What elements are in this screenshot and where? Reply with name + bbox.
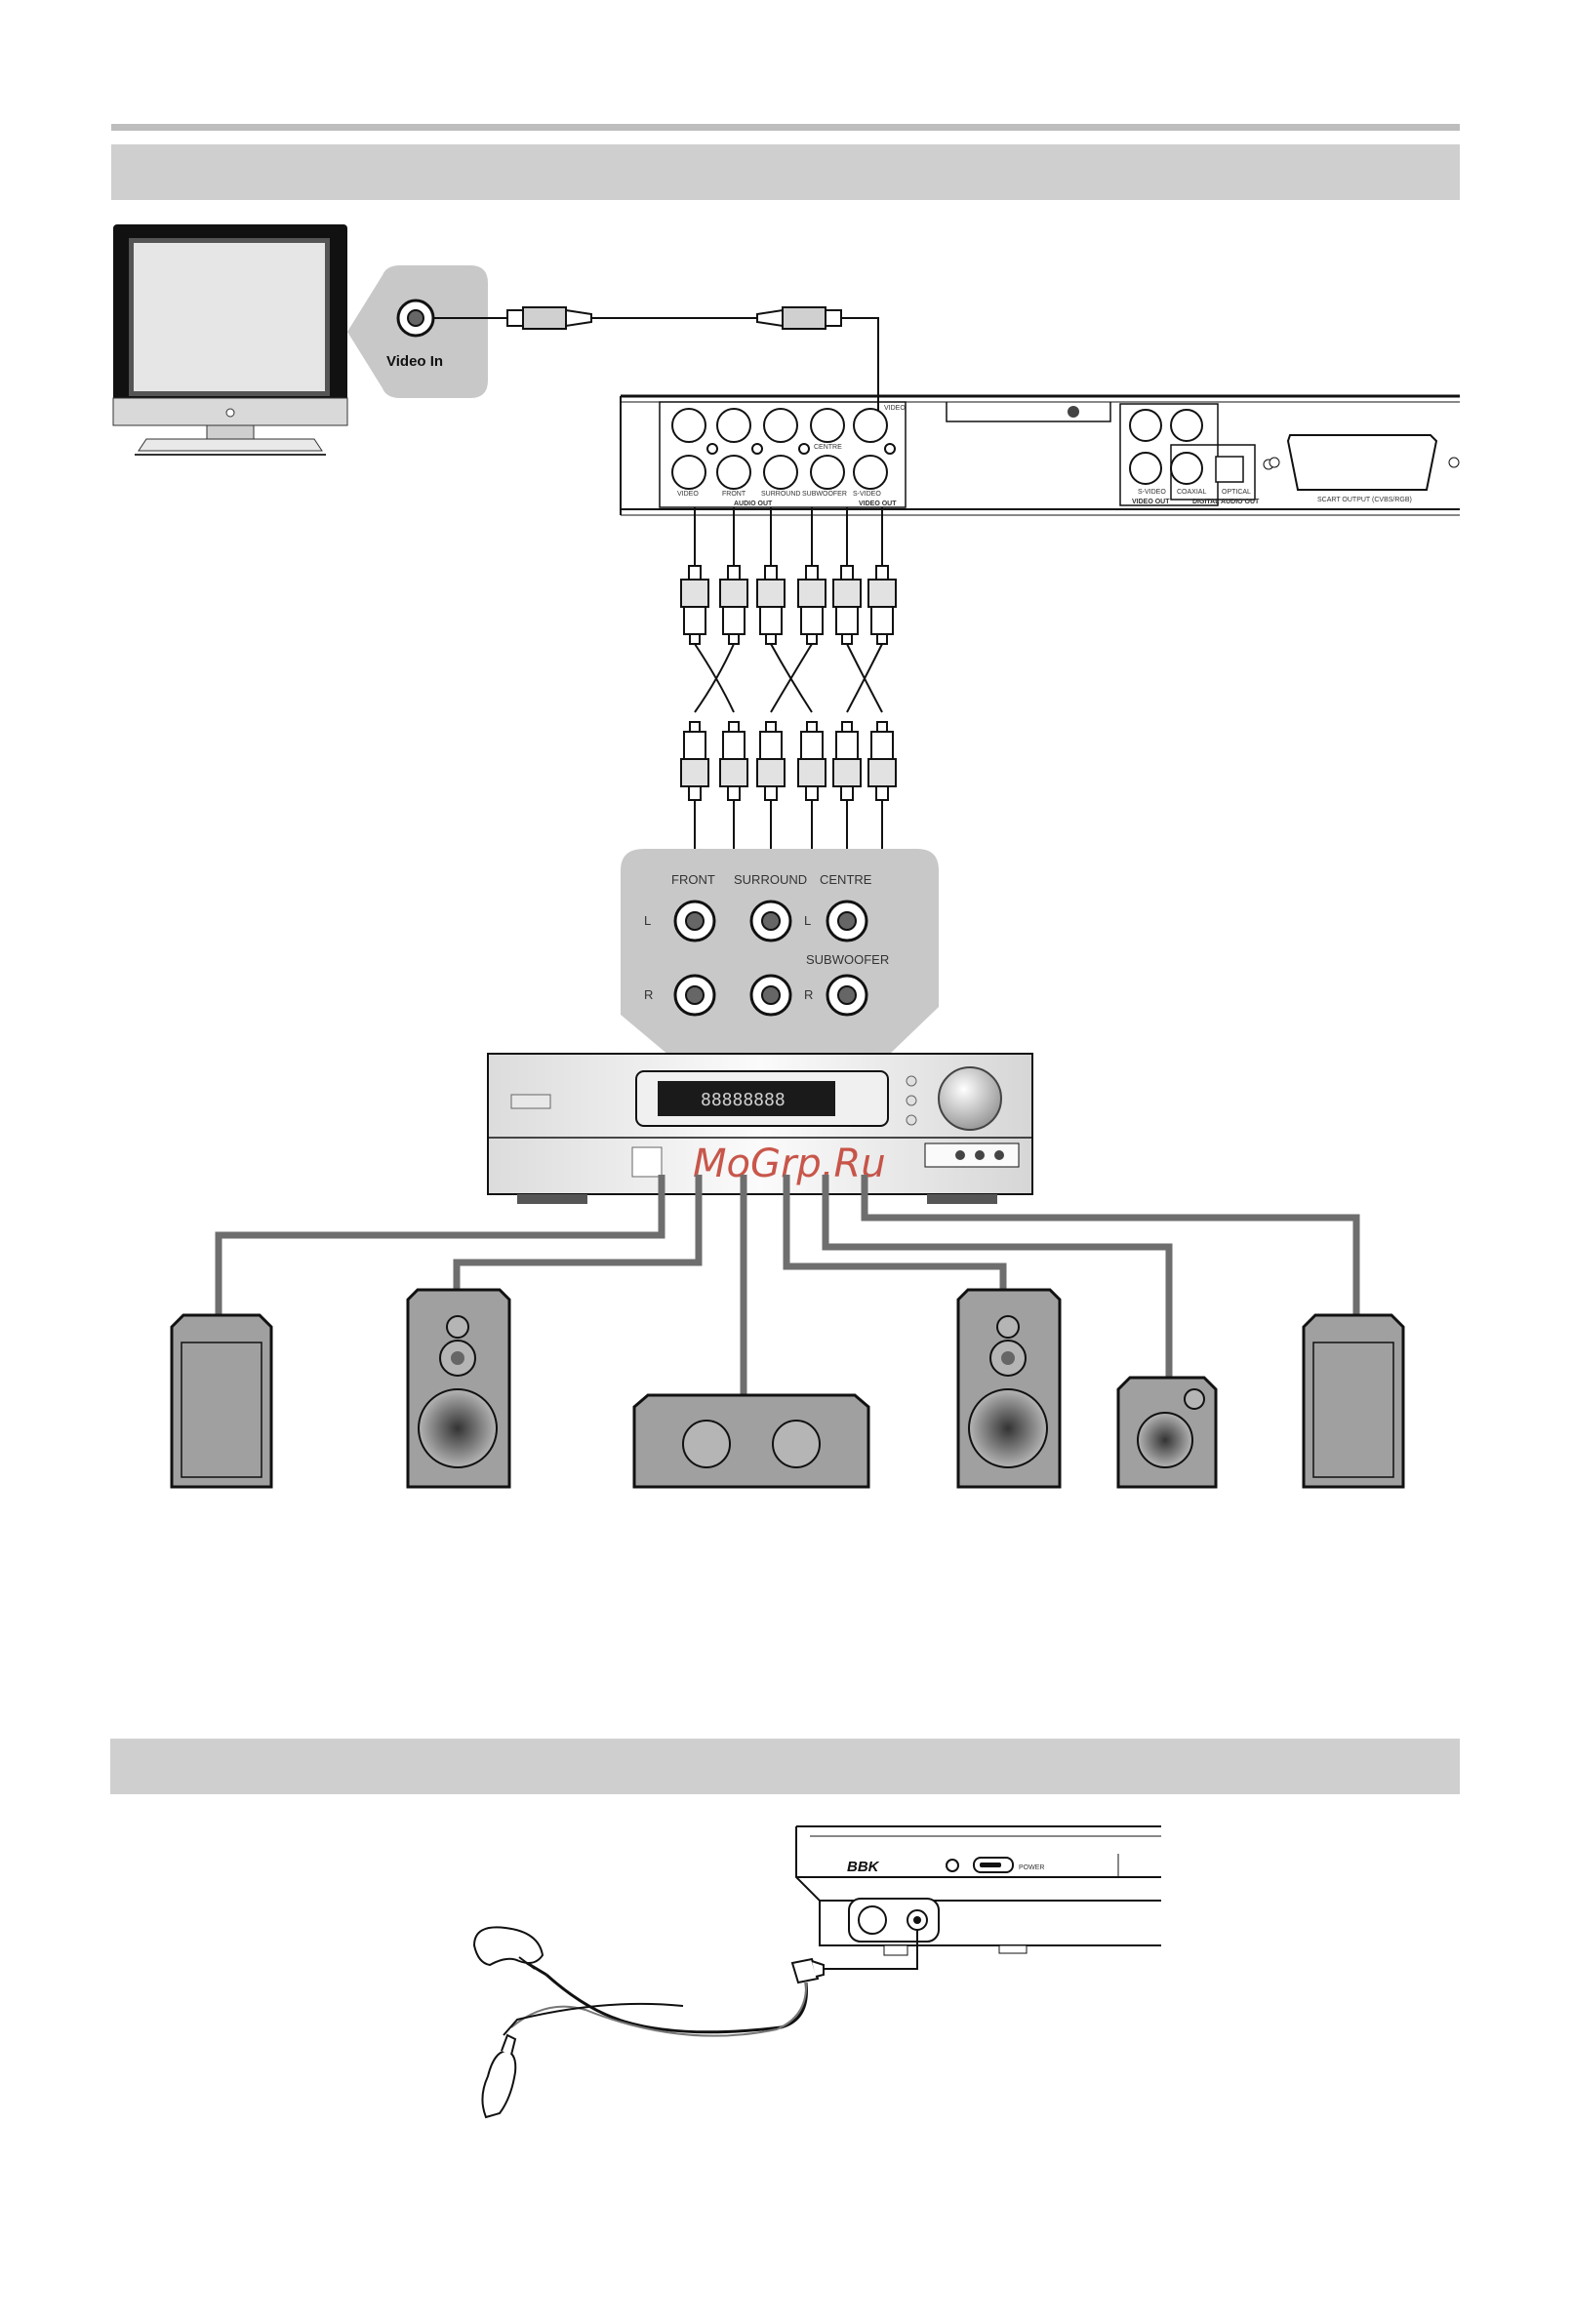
panel-jack-label-surround: SURROUND <box>761 491 800 498</box>
label-right-front: R <box>644 987 653 1002</box>
receiver-display-text: 88888888 <box>701 1090 786 1110</box>
rca-plug <box>720 566 747 644</box>
video-in-callout: Video In <box>347 265 488 398</box>
panel-right-label-optical: OPTICAL <box>1222 489 1251 496</box>
label-centre: CENTRE <box>820 872 872 887</box>
panel-right-label-coaxial: COAXIAL <box>1177 489 1206 496</box>
centre-speaker <box>634 1395 868 1487</box>
rca-plug <box>720 722 747 800</box>
front-right-speaker <box>958 1290 1060 1487</box>
label-subwoofer: SUBWOOFER <box>806 952 889 967</box>
video-in-label: Video In <box>386 353 443 370</box>
rca-plug <box>798 566 826 644</box>
panel-scart-label: SCART OUTPUT (CVBS/RGB) <box>1317 497 1412 503</box>
panel-jack-label-svideo: S-VIDEO <box>853 491 881 498</box>
panel-right-video-out-label: VIDEO OUT <box>1132 499 1170 505</box>
power-label: POWER <box>1019 1864 1044 1871</box>
rca-plug <box>798 722 826 800</box>
panel-centre-label: CENTRE <box>814 444 842 451</box>
label-surround: SURROUND <box>734 872 807 887</box>
headphones <box>474 1927 917 2117</box>
surround-left-speaker <box>172 1315 271 1487</box>
rca-plug <box>833 566 861 644</box>
dvd-player-rear-panel: VIDEO CENTRE VIDEO FRONT SURROUND SUBWOO… <box>621 396 1460 515</box>
panel-audio-out-label: AUDIO OUT <box>734 501 773 507</box>
panel-jack-label-front: FRONT <box>722 491 746 498</box>
panel-jack-label-subwoofer: SUBWOOFER <box>802 491 847 498</box>
label-right-sub: R <box>804 987 813 1002</box>
rca-plug <box>757 722 785 800</box>
label-left-centre: L <box>804 913 811 928</box>
panel-video-label: VIDEO <box>884 405 906 412</box>
panel-right-label-svideo: S-VIDEO <box>1138 489 1166 496</box>
rca-plug <box>833 722 861 800</box>
receiver-input-callout: FRONT SURROUND CENTRE SUBWOOFER L L R R <box>621 849 939 1056</box>
label-front: FRONT <box>671 872 715 887</box>
rca-plug <box>681 722 708 800</box>
panel-jack-label-video: VIDEO <box>677 491 699 498</box>
video-cable <box>433 307 878 421</box>
rca-plug <box>681 566 708 644</box>
subwoofer-speaker <box>1118 1378 1216 1487</box>
rca-plug <box>868 722 896 800</box>
panel-digital-audio-label: DIGITAL AUDIO OUT <box>1192 499 1260 505</box>
panel-video-out-label: VIDEO OUT <box>859 501 897 507</box>
av-receiver: 88888888 MoGrp.Ru <box>488 1054 1032 1204</box>
speaker-wires <box>219 1175 1356 1395</box>
tv-illustration <box>113 224 347 455</box>
label-left-front: L <box>644 913 651 928</box>
dvd-player-front: BBK POWER <box>796 1826 1161 1955</box>
volume-knob <box>939 1067 1001 1130</box>
player-brand: BBK <box>847 1859 880 1875</box>
surround-right-speaker <box>1304 1315 1403 1487</box>
rca-plug <box>757 566 785 644</box>
rca-plug <box>868 566 896 644</box>
front-left-speaker <box>408 1290 509 1487</box>
